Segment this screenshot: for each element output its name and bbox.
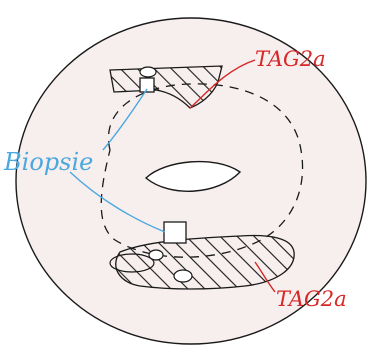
bottom-inclusion-center: [149, 250, 163, 260]
top-inclusion: [140, 67, 156, 77]
biopsie-label: Biopsie: [3, 148, 93, 176]
tag-label-bottom: TAG2a: [276, 287, 347, 311]
biopsy-site-bottom: [164, 222, 186, 243]
tag-label-top: TAG2a: [255, 47, 326, 71]
bottom-inclusion-right: [174, 270, 192, 282]
